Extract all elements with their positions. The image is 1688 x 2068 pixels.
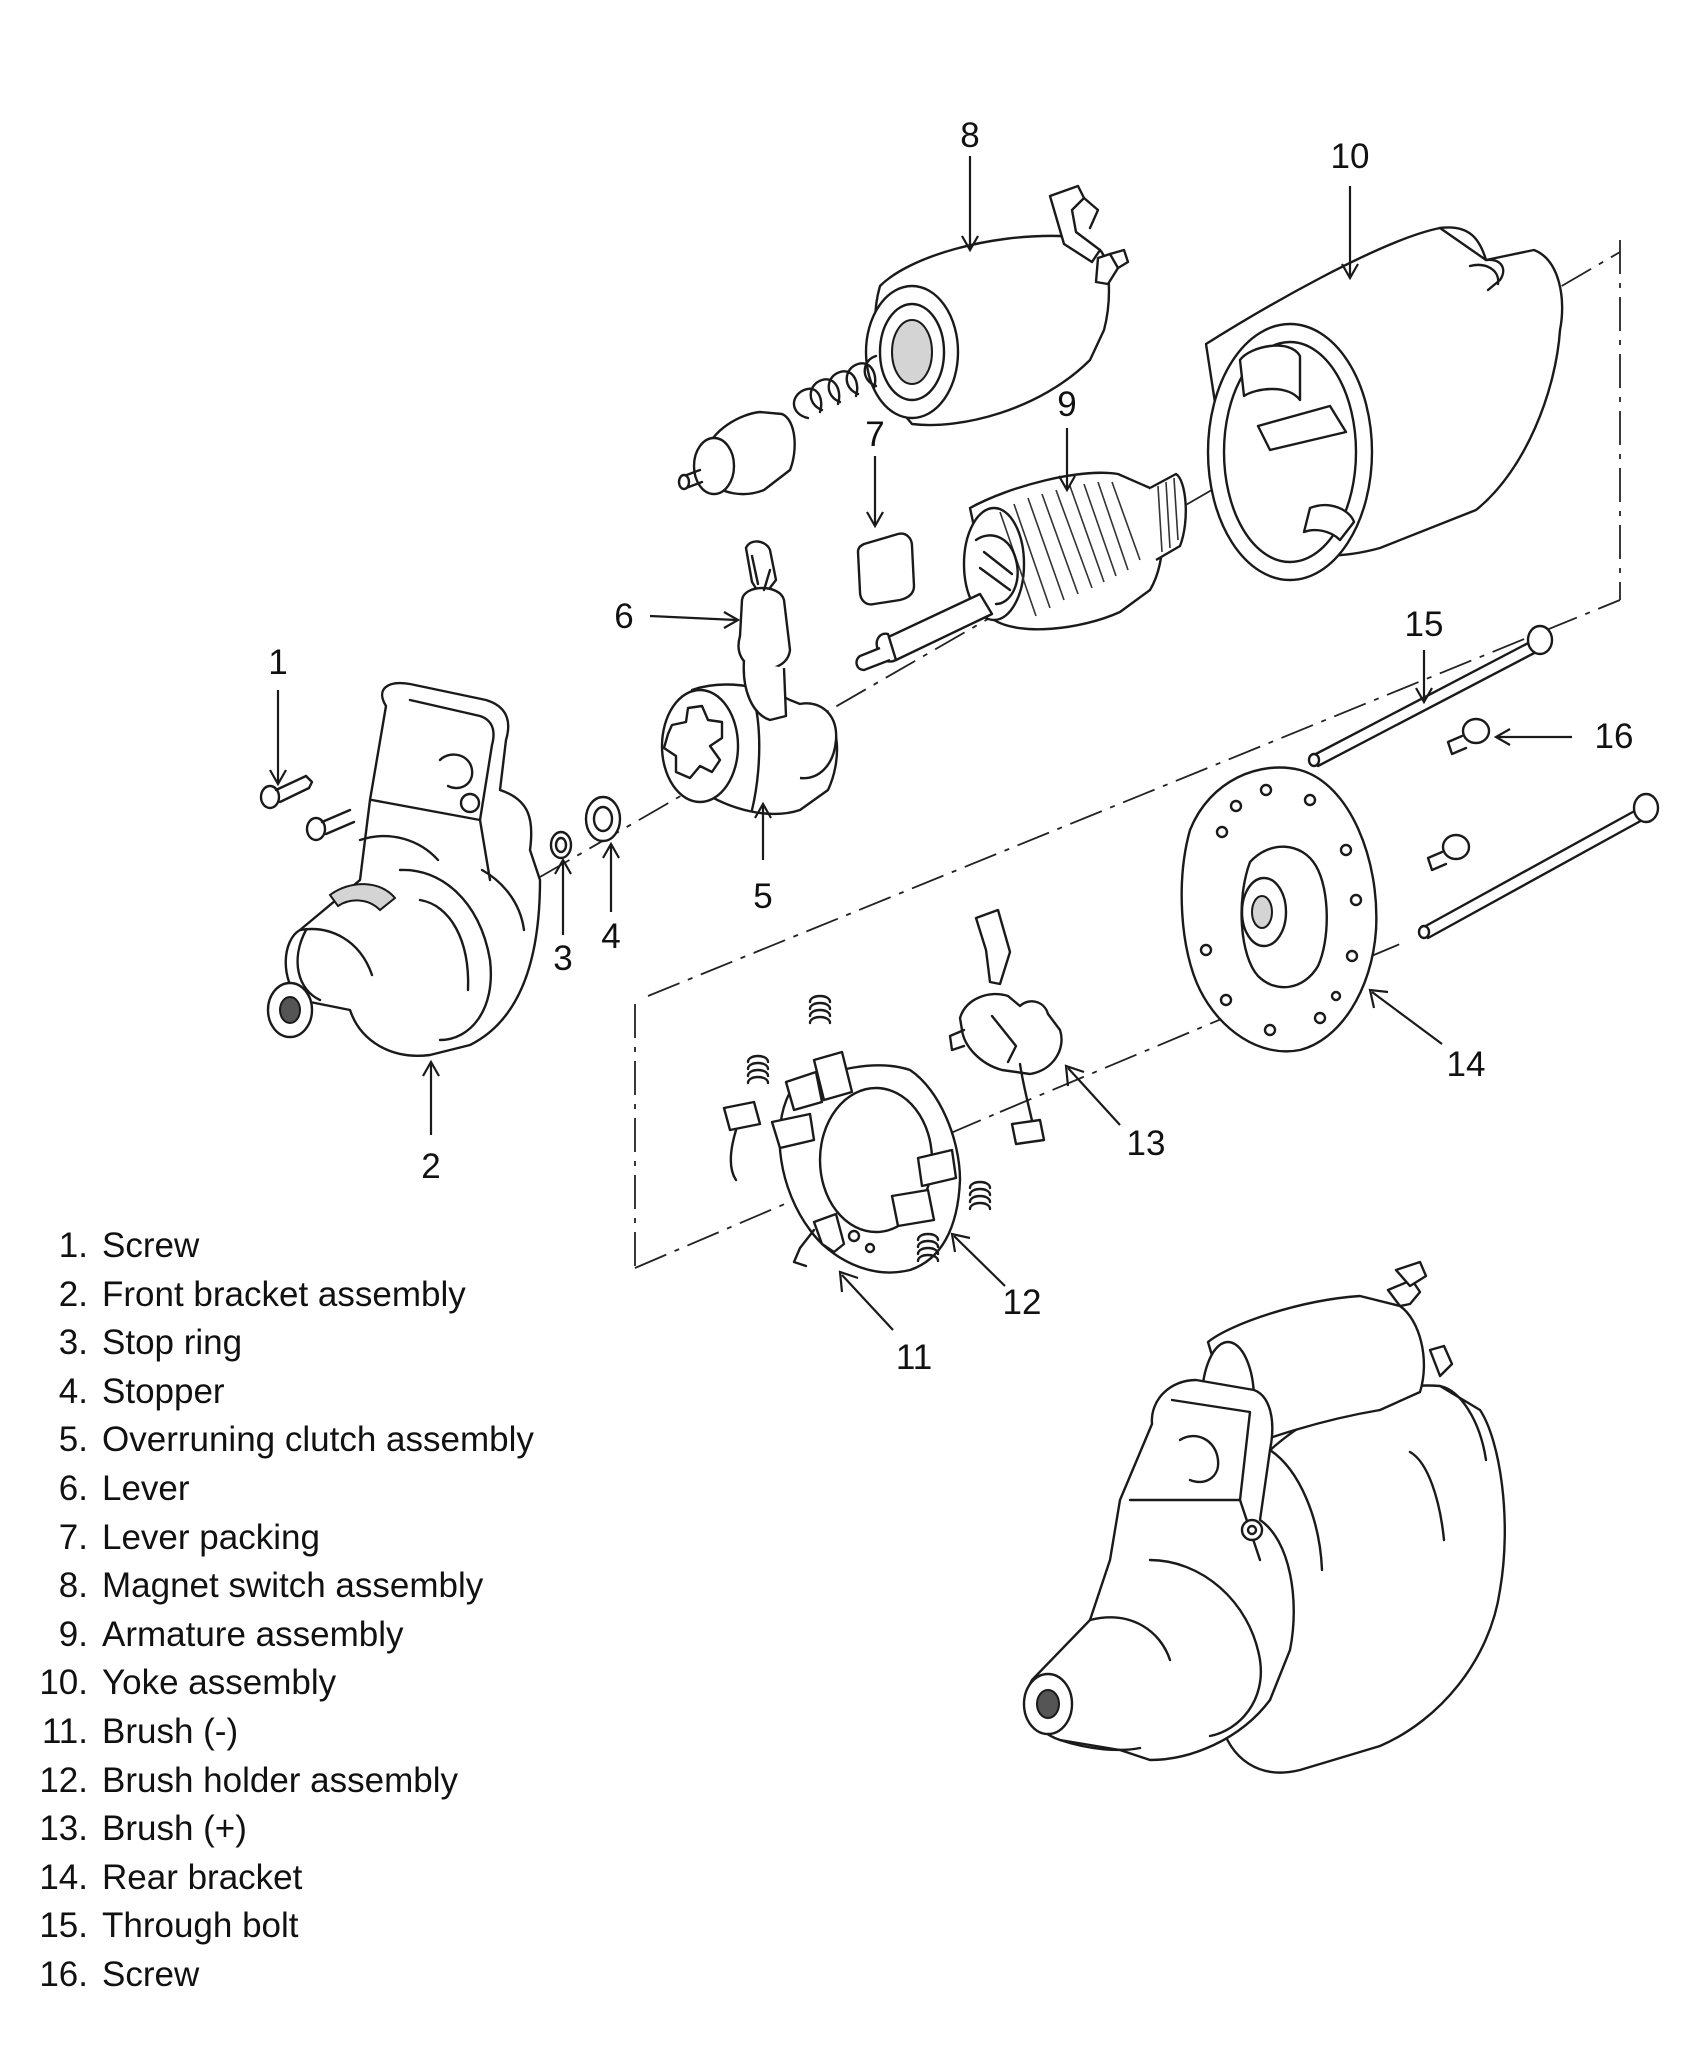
legend-number: 16. bbox=[39, 1954, 88, 1994]
armature-assembly bbox=[855, 471, 1187, 672]
callout-3: 3 bbox=[553, 939, 572, 978]
legend-item: 4. Stopper bbox=[20, 1368, 534, 1417]
callout-4: 4 bbox=[601, 917, 620, 956]
rear-bracket bbox=[1180, 766, 1378, 1053]
legend-item: 6. Lever bbox=[20, 1465, 534, 1514]
lever bbox=[737, 540, 792, 722]
through-bolt bbox=[1307, 624, 1660, 940]
callout-8: 8 bbox=[960, 116, 979, 155]
brush-negative bbox=[722, 1100, 846, 1268]
legend-number: 11. bbox=[41, 1711, 88, 1751]
callout-16: 16 bbox=[1595, 717, 1634, 756]
legend-number: 13. bbox=[39, 1809, 88, 1849]
front-bracket-assembly bbox=[266, 681, 542, 1057]
legend-item: 8. Magnet switch assembly bbox=[20, 1562, 534, 1611]
legend-name: Lever packing bbox=[102, 1517, 320, 1557]
legend-name: Yoke assembly bbox=[102, 1663, 337, 1703]
leader-lines bbox=[269, 156, 1572, 1331]
legend-name: Lever bbox=[102, 1468, 190, 1508]
legend-item: 10. Yoke assembly bbox=[20, 1659, 534, 1708]
legend-item: 3. Stop ring bbox=[20, 1319, 534, 1368]
legend-number: 8. bbox=[58, 1566, 88, 1606]
callout-7: 7 bbox=[865, 415, 884, 454]
legend-number: 5. bbox=[58, 1420, 88, 1460]
legend-number: 15. bbox=[39, 1906, 88, 1946]
legend-number: 1. bbox=[58, 1226, 88, 1265]
legend-item: 11. Brush (-) bbox=[20, 1708, 534, 1757]
legend-number: 12. bbox=[39, 1760, 88, 1800]
legend-name: Through bolt bbox=[102, 1906, 299, 1946]
legend-name: Brush (+) bbox=[102, 1809, 247, 1849]
legend-item: 12. Brush holder assembly bbox=[20, 1757, 534, 1806]
brush-holder-assembly bbox=[770, 1050, 962, 1274]
legend-number: 3. bbox=[58, 1323, 88, 1363]
legend-item: 9. Armature assembly bbox=[20, 1611, 534, 1660]
brush-springs bbox=[746, 994, 992, 1263]
brush-positive bbox=[948, 908, 1063, 1146]
callout-9: 9 bbox=[1057, 385, 1076, 424]
legend-item: 15. Through bolt bbox=[20, 1902, 534, 1951]
yoke-assembly bbox=[1204, 226, 1564, 582]
legend-number: 9. bbox=[58, 1614, 88, 1654]
stop-ring bbox=[549, 830, 573, 860]
legend-item: 7. Lever packing bbox=[20, 1514, 534, 1563]
legend-name: Stop ring bbox=[102, 1323, 243, 1363]
magnet-switch-assembly bbox=[864, 184, 1130, 427]
legend-name: Brush holder assembly bbox=[102, 1760, 458, 1800]
legend-number: 10. bbox=[39, 1663, 88, 1703]
legend-item: 1. Screw bbox=[20, 1222, 534, 1271]
legend-name: Screw bbox=[102, 1226, 200, 1265]
legend-name: Armature assembly bbox=[102, 1614, 404, 1654]
legend-item: 16. Screw bbox=[20, 1951, 534, 2000]
legend-name: Magnet switch assembly bbox=[102, 1566, 484, 1606]
legend-item: 2. Front bracket assembly bbox=[20, 1271, 534, 1320]
legend-number: 4. bbox=[58, 1371, 88, 1411]
callout-1: 1 bbox=[268, 643, 287, 682]
legend-number: 6. bbox=[58, 1468, 88, 1508]
legend-number: 14. bbox=[39, 1857, 88, 1897]
parts-legend: 1. Screw 2. Front bracket assembly 3. Stop … bbox=[20, 1222, 534, 2000]
legend-name: Overruning clutch assembly bbox=[102, 1420, 534, 1460]
legend-item: 14. Rear bracket bbox=[20, 1854, 534, 1903]
callout-labels: 1 2 3 4 5 6 7 8 9 10 11 12 13 14 15 16 bbox=[268, 116, 1633, 1377]
legend-name: Front bracket assembly bbox=[102, 1274, 466, 1314]
assembled-starter-motor bbox=[1022, 1260, 1506, 1774]
legend-item: 5. Overruning clutch assembly bbox=[20, 1416, 534, 1465]
callout-15: 15 bbox=[1405, 605, 1444, 644]
legend-name: Screw bbox=[102, 1954, 200, 1994]
callout-6: 6 bbox=[614, 597, 633, 636]
legend-name: Rear bracket bbox=[102, 1857, 303, 1897]
plunger-and-spring bbox=[677, 354, 878, 496]
screw-item-1 bbox=[259, 774, 356, 842]
overrunning-clutch-assembly bbox=[660, 683, 839, 816]
callout-14: 14 bbox=[1447, 1045, 1486, 1084]
callout-10: 10 bbox=[1331, 137, 1370, 176]
legend-number: 7. bbox=[58, 1517, 88, 1557]
stopper bbox=[584, 795, 622, 843]
legend-number: 2. bbox=[58, 1274, 88, 1314]
callout-2: 2 bbox=[421, 1147, 440, 1186]
callout-11: 11 bbox=[896, 1338, 932, 1377]
lever-packing bbox=[856, 532, 916, 606]
legend-name: Brush (-) bbox=[102, 1711, 239, 1751]
legend-item: 13. Brush (+) bbox=[20, 1805, 534, 1854]
callout-12: 12 bbox=[1003, 1283, 1042, 1322]
legend-name: Stopper bbox=[102, 1371, 225, 1411]
screw-item-16 bbox=[1426, 717, 1491, 872]
callout-5: 5 bbox=[753, 877, 772, 916]
callout-13: 13 bbox=[1127, 1124, 1166, 1163]
